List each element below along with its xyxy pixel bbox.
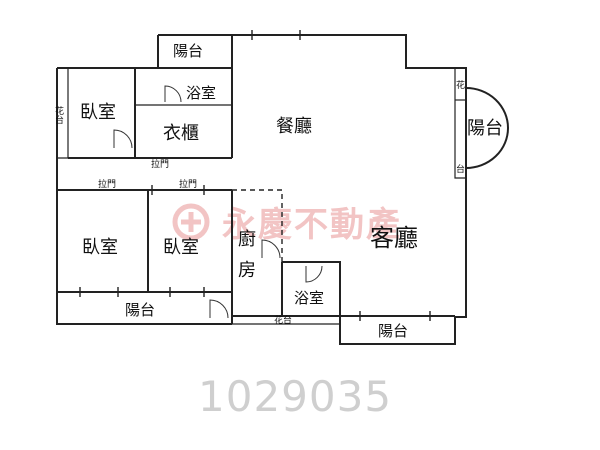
room-bathroom-lower: 浴室 — [294, 289, 324, 307]
planter-left: 花台 — [53, 105, 64, 125]
sliding-door-left: 拉門 — [98, 178, 116, 190]
room-living: 客廳 — [370, 224, 418, 252]
room-bedroom-mid: 臥室 — [163, 237, 199, 258]
room-balcony-bottom-left: 陽台 — [125, 301, 155, 319]
brand-logo-icon — [172, 203, 210, 241]
room-dining: 餐廳 — [276, 116, 312, 137]
watermark-brand: 永慶不動產 — [222, 205, 402, 245]
sliding-door-closet: 拉門 — [151, 158, 169, 170]
walls — [56, 30, 509, 345]
room-balcony-top: 陽台 — [173, 42, 203, 60]
watermark: 永慶不動產 — [172, 203, 402, 245]
room-bedroom-top-left: 臥室 — [80, 102, 116, 123]
room-labels: 陽台 浴室 臥室 花台 衣櫃 餐廳 陽台 花 台 拉門 拉門 拉門 臥室 臥室 … — [53, 42, 503, 340]
room-balcony-round: 陽台 — [467, 118, 503, 139]
listing-number: 1029035 — [198, 372, 392, 421]
window-ticks — [79, 30, 431, 321]
room-balcony-bottom-right: 陽台 — [378, 322, 408, 340]
room-bathroom-upper: 浴室 — [186, 84, 216, 102]
room-closet: 衣櫃 — [163, 123, 199, 144]
door-swings — [113, 85, 323, 319]
sliding-door-mid: 拉門 — [179, 178, 197, 190]
planter-right-top: 花 — [456, 79, 465, 91]
planter-bottom: 花台 — [274, 314, 292, 326]
planter-right-bottom: 台 — [456, 163, 465, 175]
room-bedroom-left: 臥室 — [82, 237, 118, 258]
room-kitchen-bottom: 房 — [238, 260, 256, 281]
room-kitchen-top: 廚 — [238, 228, 256, 250]
